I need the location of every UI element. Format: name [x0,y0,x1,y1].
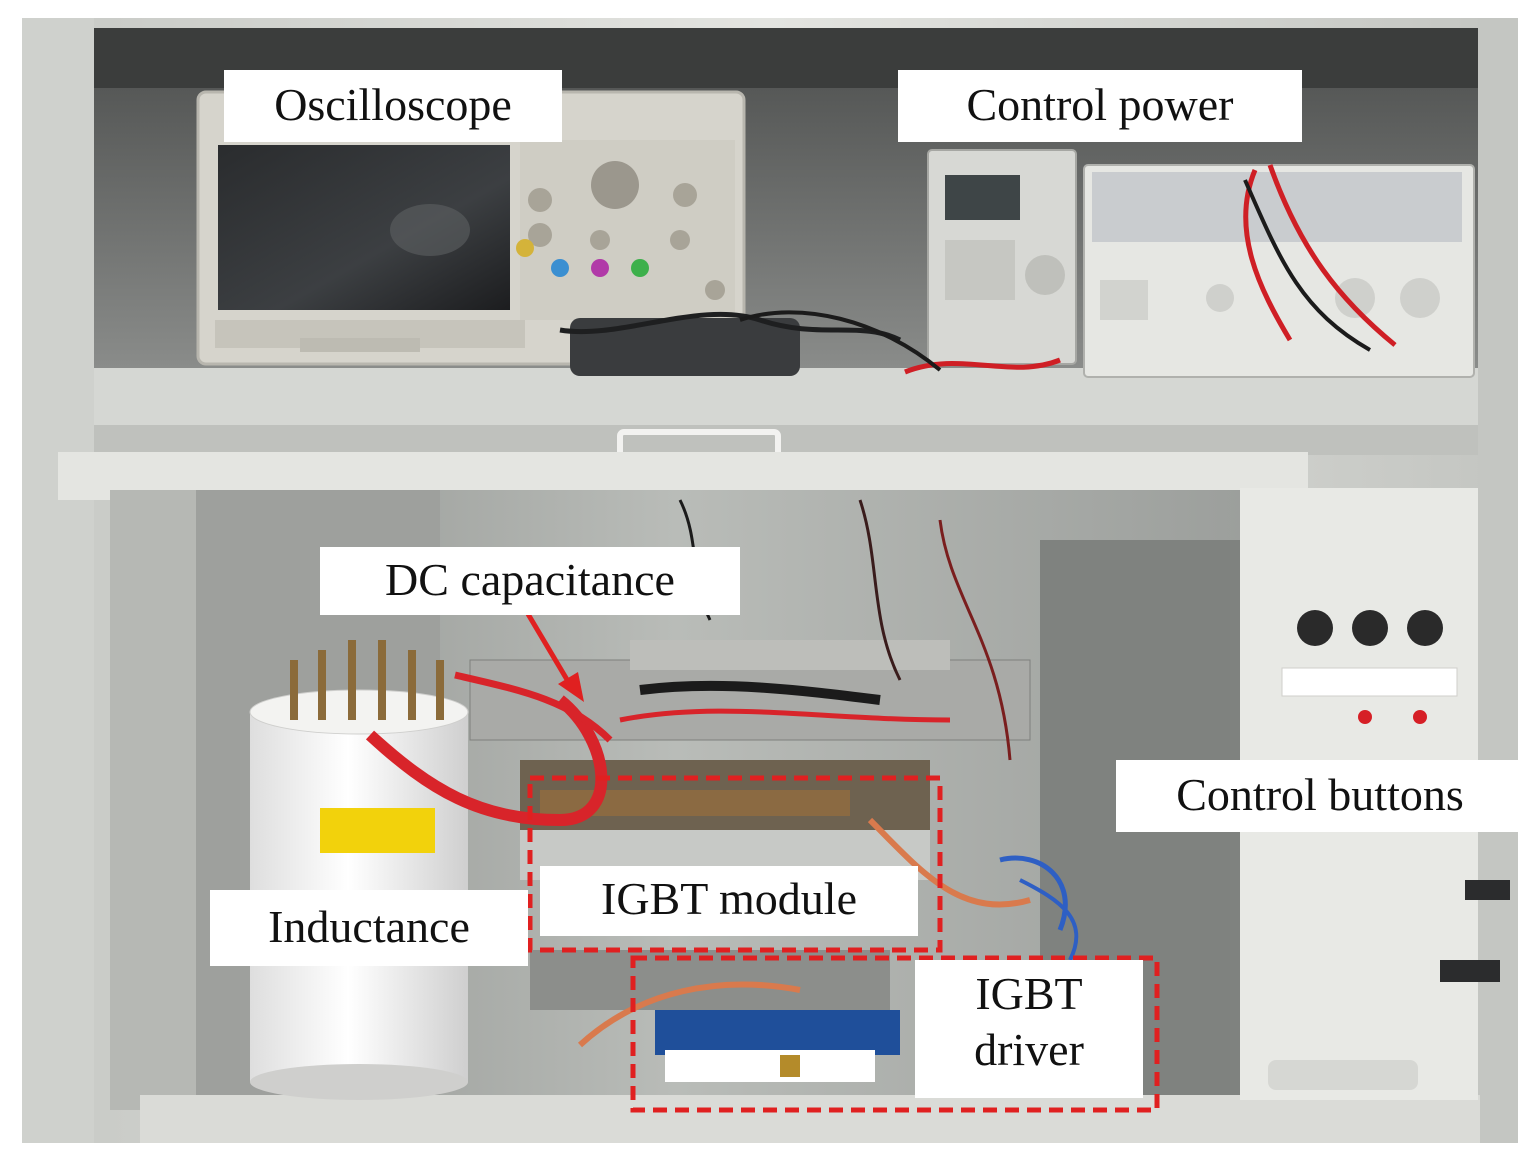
igbt-module-label-text: IGBT module [601,873,857,924]
dc-capacitance-label: DC capacitance [320,547,740,615]
igbt-driver-label-line1: IGBT [975,968,1083,1019]
inductance-label-text: Inductance [268,901,470,952]
oscilloscope-label: Oscilloscope [224,70,562,142]
igbt-module-label: IGBT module [540,866,918,936]
control-power-label-text: Control power [966,79,1234,130]
control-buttons-label: Control buttons [1116,760,1524,832]
control-power-label: Control power [898,70,1302,142]
igbt-driver-label: IGBT driver [915,960,1143,1098]
igbt-driver-label-line2: driver [974,1024,1084,1076]
oscilloscope-label-text: Oscilloscope [274,79,512,130]
inductance-label: Inductance [210,890,528,966]
control-buttons-label-text: Control buttons [1176,769,1464,820]
dc-capacitance-label-text: DC capacitance [385,554,675,605]
